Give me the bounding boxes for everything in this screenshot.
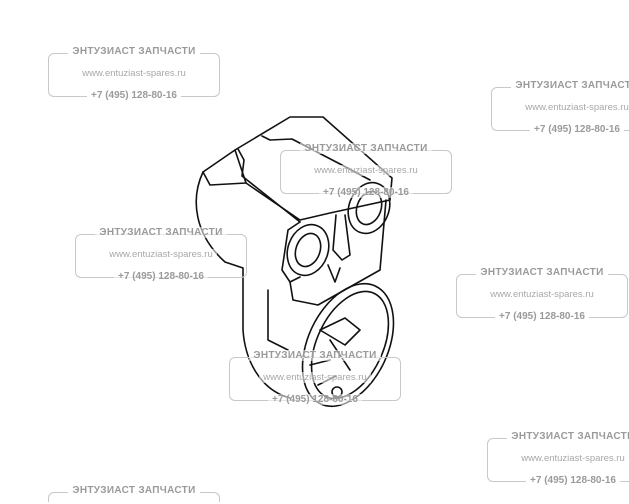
watermark-phone: +7 (495) 128-80-16 <box>495 311 589 322</box>
bushing-left-inner <box>294 232 322 268</box>
watermark-title: ЭНТУЗИАСТ ЗАПЧАСТИ <box>511 80 629 91</box>
watermark-phone: +7 (495) 128-80-16 <box>526 475 620 486</box>
watermark: ЭНТУЗИАСТ ЗАПЧАСТИ www.entuziast-spares.… <box>487 431 629 486</box>
watermark: ЭНТУЗИАСТ ЗАПЧАСТИ www.entuziast-spares.… <box>280 143 452 198</box>
watermark-title: ЭНТУЗИАСТ ЗАПЧАСТИ <box>300 143 432 154</box>
watermark-title: ЭНТУЗИАСТ ЗАПЧАСТИ <box>95 227 227 238</box>
watermark-title: ЭНТУЗИАСТ ЗАПЧАСТИ <box>68 485 200 496</box>
watermark-title: ЭНТУЗИАСТ ЗАПЧАСТИ <box>476 267 608 278</box>
watermark-url: www.entuziast-spares.ru <box>517 453 629 464</box>
watermark-phone: +7 (495) 128-80-16 <box>319 187 413 198</box>
watermark-url: www.entuziast-spares.ru <box>105 249 217 260</box>
housing-edge <box>202 149 247 186</box>
watermark-phone: +7 (495) 128-80-16 <box>530 124 624 135</box>
watermark-url: www.entuziast-spares.ru <box>78 68 190 79</box>
body-side <box>267 289 289 351</box>
watermark: ЭНТУЗИАСТ ЗАПЧАСТИ www.entuziast-spares.… <box>229 350 401 405</box>
body-lower <box>289 199 387 306</box>
watermark-phone: +7 (495) 128-80-16 <box>87 90 181 101</box>
watermark: ЭНТУЗИАСТ ЗАПЧАСТИ www.entuziast-spares.… <box>491 80 629 135</box>
watermark-partial: ЭНТУЗИАСТ ЗАПЧАСТИ <box>48 485 220 502</box>
watermark: ЭНТУЗИАСТ ЗАПЧАСТИ www.entuziast-spares.… <box>48 46 220 101</box>
watermark-title: ЭНТУЗИАСТ ЗАПЧАСТИ <box>68 46 200 57</box>
watermark-title: ЭНТУЗИАСТ ЗАПЧАСТИ <box>249 350 381 361</box>
watermark-url: www.entuziast-spares.ru <box>310 165 422 176</box>
bushing-left-outer <box>286 223 330 277</box>
watermark-url: www.entuziast-spares.ru <box>486 289 598 300</box>
watermark: ЭНТУЗИАСТ ЗАПЧАСТИ www.entuziast-spares.… <box>75 227 247 282</box>
watermark-phone: +7 (495) 128-80-16 <box>268 394 362 405</box>
center-rib <box>327 214 351 283</box>
watermark: ЭНТУЗИАСТ ЗАПЧАСТИ www.entuziast-spares.… <box>456 267 628 322</box>
watermark-url: www.entuziast-spares.ru <box>521 102 629 113</box>
bushing-right-outer <box>347 181 391 235</box>
watermark-title: ЭНТУЗИАСТ ЗАПЧАСТИ <box>507 431 629 442</box>
body-front <box>281 221 301 283</box>
housing-ridge <box>237 148 301 223</box>
watermark-phone: +7 (495) 128-80-16 <box>114 271 208 282</box>
watermark-url: www.entuziast-spares.ru <box>259 372 371 383</box>
mount-ribs <box>309 317 361 386</box>
